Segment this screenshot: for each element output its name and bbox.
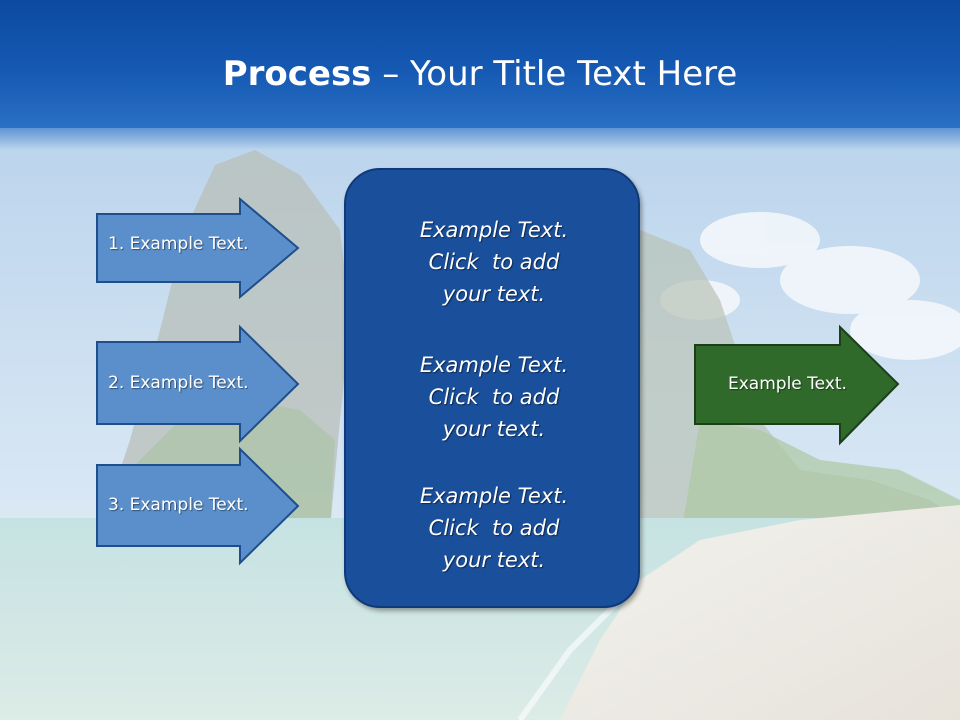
slide-title-bold: Process bbox=[222, 54, 372, 94]
output-arrow: Example Text. bbox=[694, 324, 900, 446]
center-paragraph-3-line-3: your text. bbox=[442, 548, 546, 572]
title-bar bbox=[0, 0, 960, 128]
step-arrow-3-label: 3. Example Text. bbox=[108, 495, 249, 515]
center-paragraph-1: Example Text. Click to add your text. bbox=[346, 214, 642, 310]
step-arrow-1-label: 1. Example Text. bbox=[108, 234, 249, 254]
center-paragraph-3-line-1: Example Text. bbox=[419, 484, 569, 508]
center-paragraph-2: Example Text. Click to add your text. bbox=[346, 349, 642, 445]
step-arrow-3: 3. Example Text. bbox=[96, 446, 300, 566]
center-paragraph-2-line-2: Click to add bbox=[428, 385, 560, 409]
center-paragraph-3: Example Text. Click to add your text. bbox=[346, 480, 642, 576]
center-text-box[interactable]: Example Text. Click to add your text. Ex… bbox=[344, 168, 640, 608]
output-arrow-label: Example Text. bbox=[728, 374, 847, 394]
center-paragraph-3-line-2: Click to add bbox=[428, 516, 560, 540]
center-paragraph-1-line-2: Click to add bbox=[428, 250, 560, 274]
step-arrow-1: 1. Example Text. bbox=[96, 196, 300, 300]
center-paragraph-2-line-1: Example Text. bbox=[419, 353, 569, 377]
step-arrow-2: 2. Example Text. bbox=[96, 324, 300, 444]
center-paragraph-1-line-1: Example Text. bbox=[419, 218, 569, 242]
center-paragraph-2-line-3: your text. bbox=[442, 417, 546, 441]
title-bar-fade bbox=[0, 124, 960, 150]
slide-title-rest: – Your Title Text Here bbox=[371, 54, 738, 94]
slide-title: Process – Your Title Text Here bbox=[0, 52, 960, 96]
step-arrow-2-label: 2. Example Text. bbox=[108, 373, 249, 393]
center-paragraph-1-line-3: your text. bbox=[442, 282, 546, 306]
